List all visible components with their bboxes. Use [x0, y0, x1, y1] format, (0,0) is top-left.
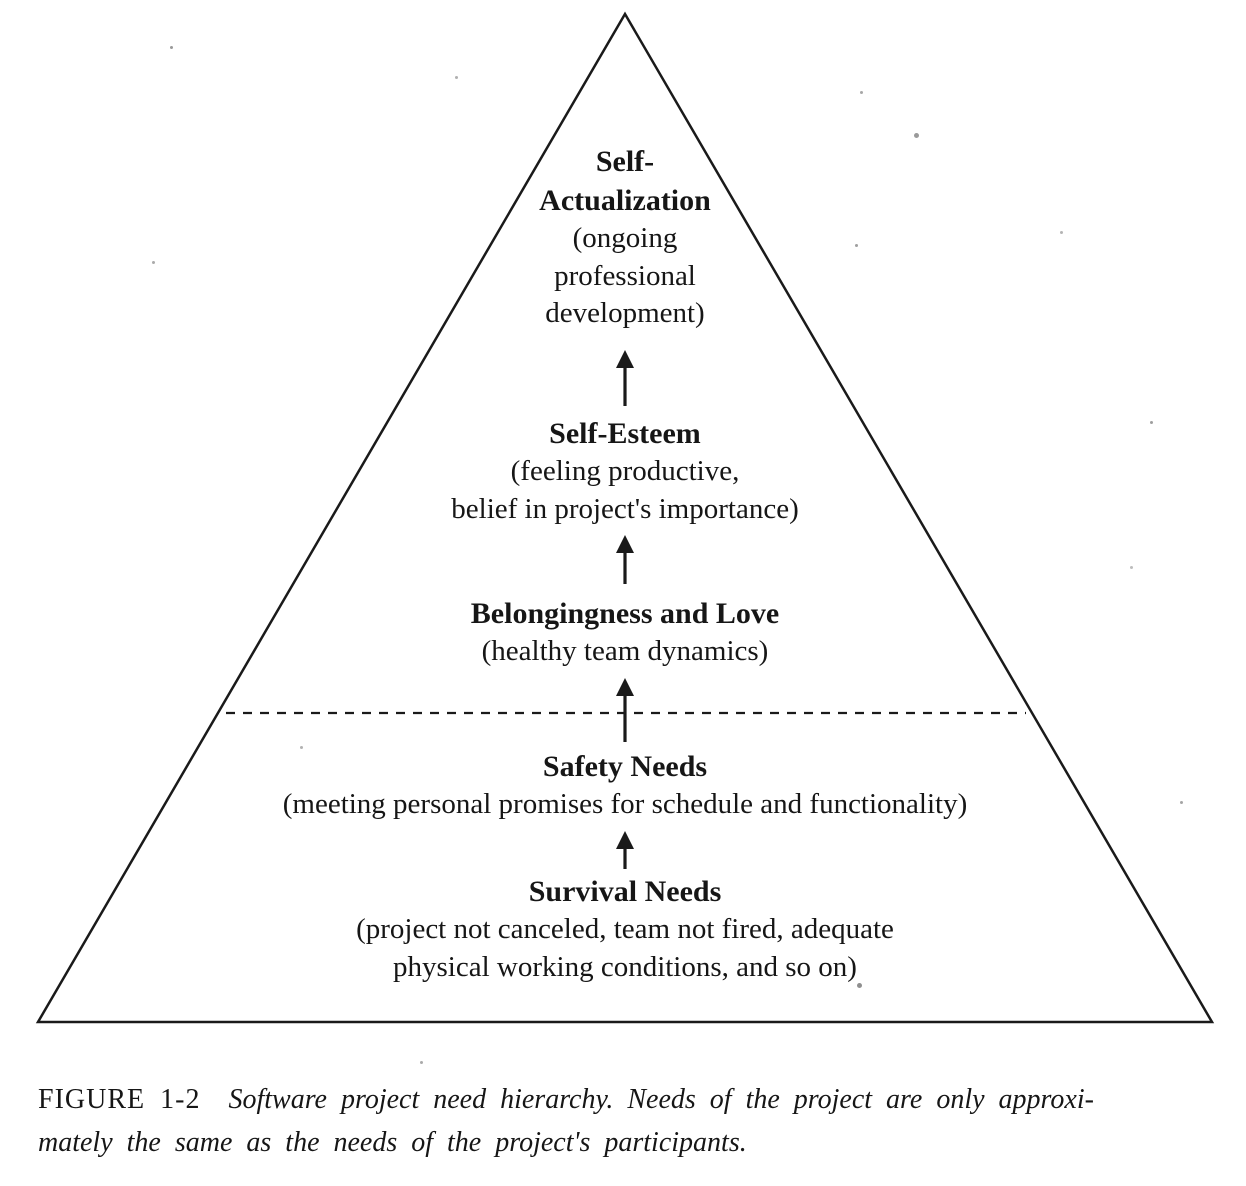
level-survival-needs: Survival Needs (project not canceled, te… — [356, 872, 894, 986]
title-line: Self- — [595, 145, 655, 178]
description-line: (healthy team dynamics) — [481, 635, 769, 667]
scan-noise-dots — [170, 46, 173, 49]
figure-caption: FIGURE 1-2 Software project need hierarch… — [38, 1078, 1213, 1165]
level-title: Safety Needs — [283, 747, 968, 786]
figure-caption-text-line1: Software project need hierarchy. Needs o… — [228, 1084, 1094, 1115]
level-description: (ongoing professional development) — [539, 220, 711, 333]
arrow-up-icon — [616, 831, 634, 869]
arrow-up-icon — [616, 350, 634, 406]
level-self-esteem: Self-Esteem (feeling productive, belief … — [451, 414, 798, 528]
title-line: Survival Needs — [528, 875, 722, 908]
level-description: (healthy team dynamics) — [471, 633, 779, 671]
title-line: Self-Esteem — [549, 417, 701, 450]
description-line: (project not canceled, team not fired, a… — [356, 913, 894, 945]
level-self-actualization: Self- Actualization (ongoing professiona… — [539, 142, 711, 333]
level-belongingness-and-love: Belongingness and Love (healthy team dyn… — [471, 594, 779, 671]
figure-caption-text-line2: mately the same as the needs of the proj… — [38, 1127, 747, 1159]
description-line: (ongoing — [572, 222, 678, 254]
pyramid-outline — [35, 11, 1215, 1024]
level-description: (feeling productive, belief in project's… — [451, 453, 798, 528]
title-line: Actualization — [539, 184, 711, 217]
description-line: (meeting personal promises for schedule … — [282, 788, 968, 820]
title-line: Safety Needs — [542, 750, 708, 783]
level-title: Self-Esteem — [451, 414, 798, 453]
level-title: Belongingness and Love — [471, 594, 779, 633]
arrow-up-icon — [616, 678, 634, 742]
description-line: professional — [554, 259, 696, 292]
level-title: Survival Needs — [356, 872, 894, 911]
level-description: (project not canceled, team not fired, a… — [356, 911, 894, 986]
figure-caption-label: FIGURE 1-2 — [38, 1084, 201, 1115]
description-line: belief in project's importance) — [451, 492, 799, 525]
level-safety-needs: Safety Needs (meeting personal promises … — [283, 747, 968, 824]
title-line: Belongingness and Love — [470, 597, 780, 630]
description-line: development) — [545, 297, 705, 330]
level-title: Self- Actualization — [539, 142, 711, 220]
description-line: (feeling productive, — [510, 455, 740, 487]
arrow-up-icon — [616, 535, 634, 584]
description-line: physical working conditions, and so on) — [393, 950, 857, 983]
level-description: (meeting personal promises for schedule … — [283, 786, 968, 824]
